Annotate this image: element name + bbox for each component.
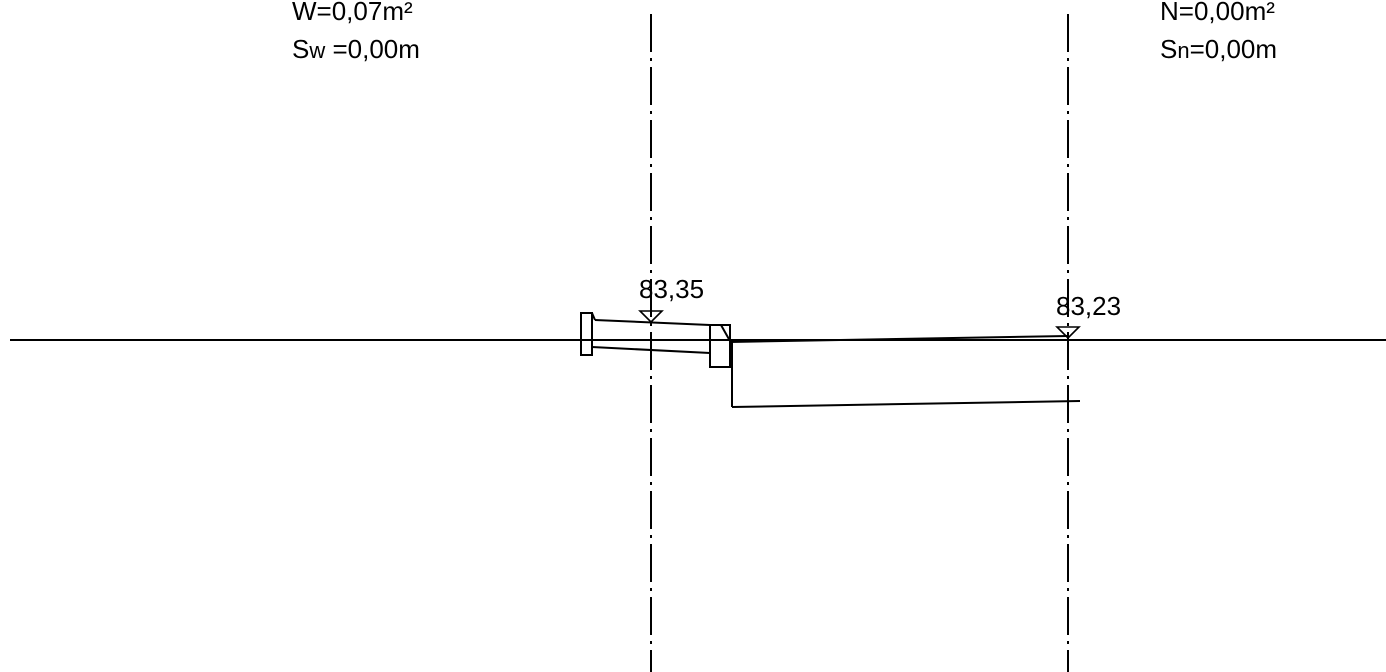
left-s-label: Sw =0,00m: [292, 34, 420, 64]
left-elevation-label: 83,35: [639, 274, 704, 304]
right-s-subscript: n: [1177, 38, 1189, 63]
right-s-value: =0,00m: [1190, 34, 1277, 64]
right-area-label: N=0,00m²: [1160, 0, 1275, 26]
left-end-block-chamfer: [591, 312, 596, 321]
left-end-block: [580, 312, 593, 356]
left-s-value: =0,00m: [325, 34, 420, 64]
left-slab-top: [594, 319, 711, 326]
right-s-label: Sn=0,00m: [1160, 34, 1277, 64]
lower-layer-bottom: [731, 400, 1081, 408]
left-s-prefix: S: [292, 34, 309, 64]
curb-chamfer: [720, 324, 731, 342]
right-s-prefix: S: [1160, 34, 1177, 64]
left-area-label: W=0,07m²: [292, 0, 413, 26]
right-elevation-triangle-icon: [1055, 326, 1081, 340]
left-elevation-triangle-icon: [638, 310, 664, 324]
left-slab-bottom: [591, 346, 711, 354]
left-s-subscript: w: [308, 38, 325, 63]
right-elevation-label: 83,23: [1056, 291, 1121, 321]
left-curb-block: [709, 324, 731, 368]
road-surface-line: [729, 335, 1069, 343]
